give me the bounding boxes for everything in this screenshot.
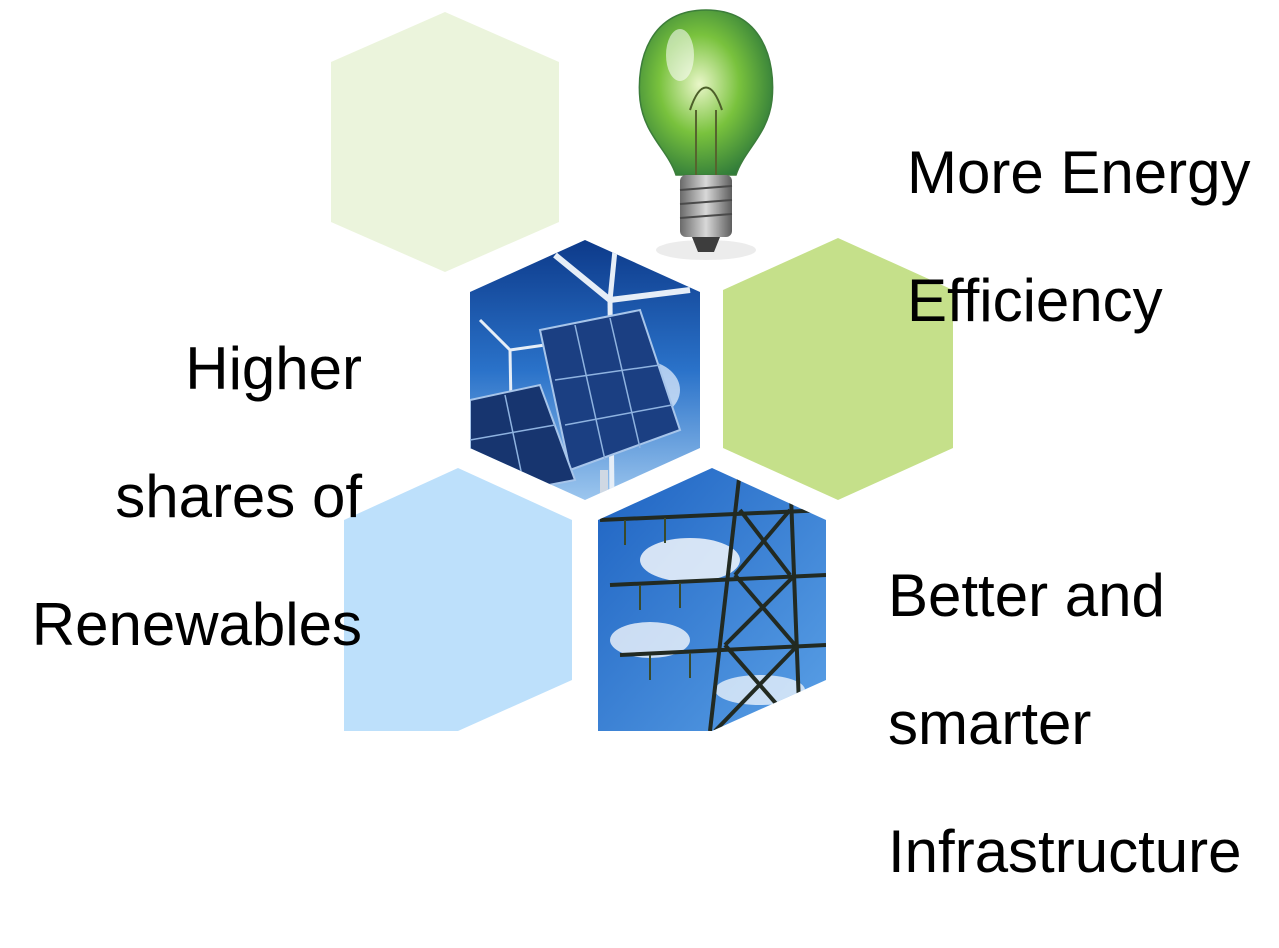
renewables-label-line-1: Higher [185, 335, 362, 402]
lightbulb-icon [638, 9, 774, 260]
renewables-label-line-3: Renewables [31, 591, 362, 658]
hexagon-green [723, 238, 953, 500]
infrastructure-label-line-2: smarter [888, 690, 1092, 757]
infrastructure-label-line-3: Infrastructure [888, 818, 1242, 885]
power-pylon-image [598, 468, 826, 731]
hexagon-cluster [331, 9, 953, 731]
hexagon-light-green [331, 12, 559, 272]
efficiency-label-line-2: Efficiency [907, 267, 1163, 334]
infrastructure-label-line-1: Better and [888, 562, 1165, 629]
renewables-label-line-2: shares of [115, 463, 362, 530]
efficiency-label: More Energy Efficiency [907, 77, 1250, 397]
efficiency-label-line-1: More Energy [907, 139, 1251, 206]
infrastructure-label: Better and smarter Infrastructure [888, 500, 1241, 948]
wind-solar-image [470, 240, 700, 500]
diagram: Higher shares of Renewables More Energy … [32, 9, 1250, 884]
renewables-label: Higher shares of Renewables [32, 273, 362, 721]
hexagon-light-blue [344, 468, 572, 731]
